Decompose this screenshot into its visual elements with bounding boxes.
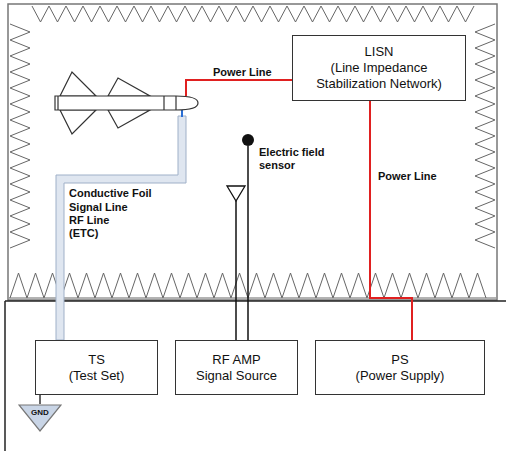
conductive-foil	[56, 116, 186, 340]
node-title: TS	[88, 352, 105, 368]
rf-amp-box: RF AMPSignal Source	[175, 340, 298, 395]
field-sensor	[242, 134, 254, 146]
foil-label: Conductive Foil	[68, 187, 153, 200]
power-wire	[186, 80, 292, 96]
missile-illustration	[55, 72, 198, 134]
sensor-label: Electric field sensor	[258, 146, 340, 172]
ground-symbol: GND	[18, 404, 62, 432]
floor-line	[5, 300, 506, 302]
power-supply-box: PS(Power Supply)	[315, 340, 485, 395]
signal-lead	[181, 110, 183, 117]
absorber-cones	[9, 6, 496, 298]
ground-wire	[39, 395, 41, 404]
node-title: LISN	[365, 44, 394, 60]
antenna-symbol	[227, 186, 245, 201]
antenna-cable	[235, 201, 237, 340]
wall-line	[4, 301, 6, 451]
lisn-box: LISN(Line Impedance Stabilization Networ…	[292, 35, 466, 101]
test-set-box: TS(Test Set)	[35, 340, 158, 395]
power-line	[370, 101, 412, 340]
node-subtitle: (Line Impedance Stabilization Network)	[299, 60, 459, 92]
wire-label: Power Line	[212, 66, 273, 79]
node-subtitle: Signal Source	[196, 368, 277, 384]
sensor-cable	[247, 146, 249, 340]
node-title: RF AMP	[212, 352, 260, 368]
node-title: PS	[391, 352, 408, 368]
node-title: GND	[31, 408, 49, 417]
edge-label: Power Line	[377, 170, 438, 183]
chamber-wall	[8, 4, 497, 300]
node-subtitle: (Power Supply)	[356, 368, 445, 384]
line-label: Signal Line RF Line (ETC)	[68, 201, 136, 240]
node-subtitle: (Test Set)	[69, 368, 125, 384]
